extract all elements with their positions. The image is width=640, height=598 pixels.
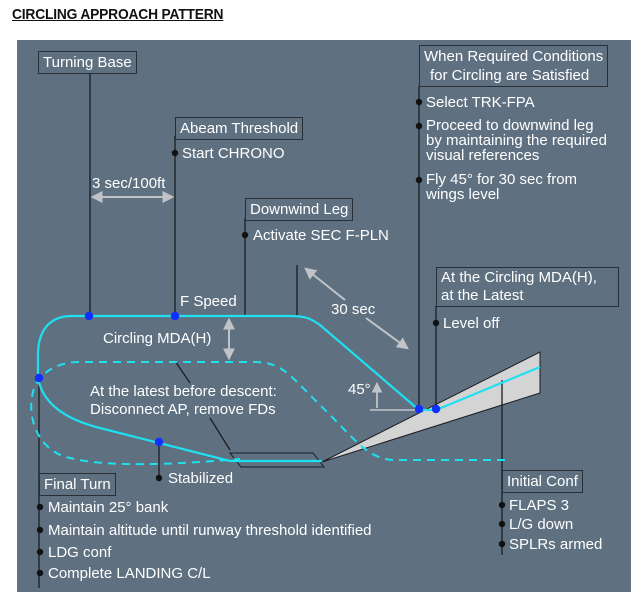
disconnect-label: At the latest before descent: Disconnect… [90, 383, 277, 419]
f-speed-label: F Speed [180, 293, 237, 310]
callout-initial-conf: Initial Conf [502, 470, 583, 493]
item-maintain-bank: Maintain 25° bank [48, 499, 169, 516]
turn-point-stabilized [154, 437, 164, 447]
callout-abeam-threshold: Abeam Threshold [175, 117, 304, 140]
approach-wedge [321, 351, 541, 463]
bullet-fly-45 [415, 176, 423, 184]
level-pattern-solid [36, 314, 541, 463]
item-maintain-altitude: Maintain altitude until runway threshold… [48, 522, 372, 539]
callout-turning-base: Turning Base [38, 51, 137, 74]
item-fly-45-line1: Fly 45° for 30 sec from [426, 171, 578, 188]
bullet-select-trk [415, 98, 423, 106]
item-fly-45-line2: wings level [426, 186, 500, 203]
item-ldg-conf: LDG conf [48, 544, 112, 561]
item-level-off: Level off [443, 315, 500, 332]
item-lg-down: L/G down [509, 516, 574, 533]
bullet-stabilized [155, 474, 163, 482]
item-splrs-armed: SPLRs armed [509, 536, 603, 553]
mda-latest-heading-line1: At the Circling MDA(H), [441, 269, 597, 286]
bullet-final-1 [36, 503, 44, 511]
disconnect-line2: Disconnect AP, remove FDs [90, 401, 276, 418]
timing-label: 3 sec/100ft [92, 175, 166, 192]
item-select-trk-fpa: Select TRK-FPA [426, 94, 535, 111]
thirty-sec-label: 30 sec [331, 301, 376, 318]
bullet-final-3 [36, 548, 44, 556]
item-proceed-line1: Proceed to downwind leg [426, 117, 594, 134]
stabilized-label: Stabilized [168, 470, 234, 487]
bullet-final-4 [36, 569, 44, 577]
item-landing-cl: Complete LANDING C/L [48, 565, 211, 582]
bullet-activate-sec [241, 231, 249, 239]
callout-final-turn: Final Turn [39, 473, 116, 496]
conditions-heading-line1: When Required Conditions [424, 48, 604, 65]
turn-point-level-off [431, 404, 441, 414]
callout-conditions: When Required Conditions for Circling ar… [419, 45, 609, 87]
bullet-final-2 [36, 526, 44, 534]
circling-mda-label: Circling MDA(H) [103, 330, 212, 347]
turn-point-abeam [170, 311, 180, 321]
item-fly-45: Fly 45° for 30 sec from wings level [426, 172, 577, 202]
bullet-flaps [498, 501, 506, 509]
item-proceed-line2: by maintaining the required [426, 132, 607, 149]
item-proceed-downwind: Proceed to downwind leg by maintaining t… [426, 118, 607, 163]
turn-point-turning-base [84, 311, 94, 321]
angle-label: 45° [348, 381, 371, 398]
bullet-proceed [415, 122, 423, 130]
callout-downwind-leg: Downwind Leg [245, 198, 354, 221]
mda-latest-heading-line2: at the Latest [441, 287, 524, 304]
bullet-splrs [498, 540, 506, 548]
leader-disconnect-bottom [209, 417, 231, 451]
thirty-sec-arrow-down [365, 317, 409, 350]
turn-point-final-turn [34, 373, 44, 383]
bullet-lg [498, 520, 506, 528]
disconnect-line1: At the latest before descent: [90, 383, 277, 400]
callout-mda-latest: At the Circling MDA(H), at the Latest [436, 267, 619, 307]
thirty-sec-arrow-up [304, 267, 346, 301]
runway [228, 452, 326, 468]
descent-pattern-dashed [30, 361, 505, 466]
item-start-chrono: Start CHRONO [182, 145, 285, 162]
bullet-start-chrono [171, 149, 179, 157]
item-flaps-3: FLAPS 3 [509, 497, 570, 514]
leader-disconnect-top [174, 360, 191, 384]
conditions-heading-line2: for Circling are Satisfied [430, 67, 590, 84]
bullet-level-off [432, 319, 440, 327]
page-title: CIRCLING APPROACH PATTERN [12, 6, 224, 23]
item-activate-sec-fpln: Activate SEC F-PLN [253, 227, 389, 244]
item-proceed-line3: visual references [426, 147, 540, 164]
turn-point-conditions [414, 404, 424, 414]
